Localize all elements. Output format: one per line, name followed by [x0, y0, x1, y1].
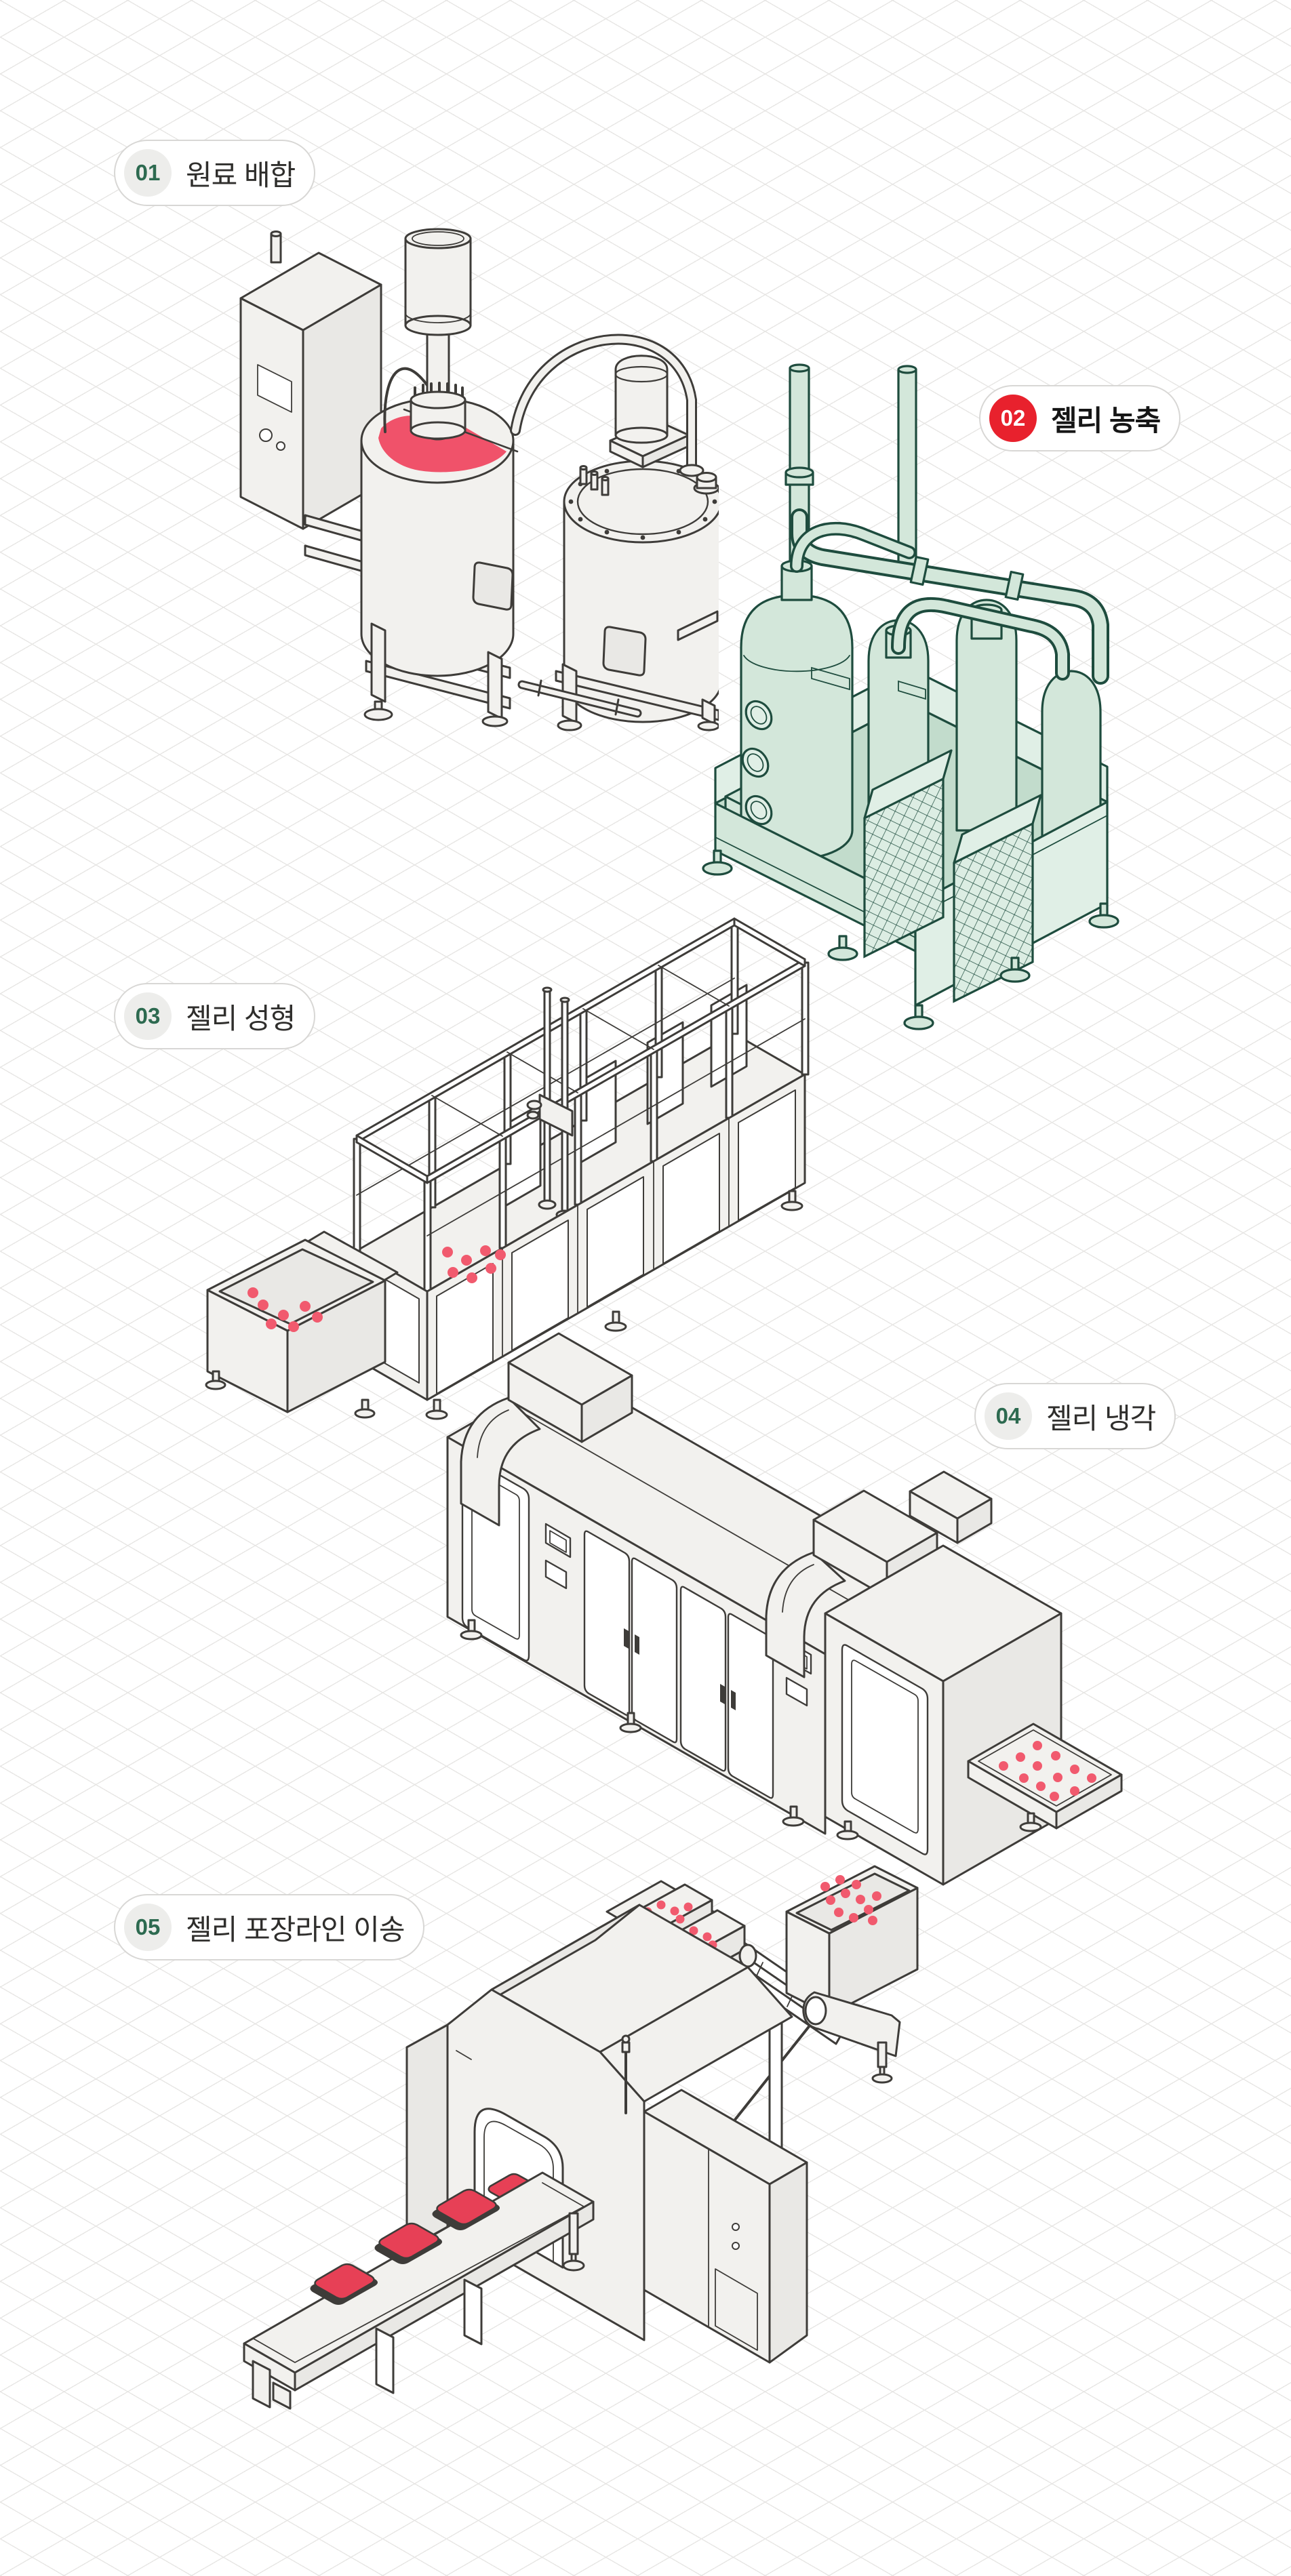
step-badge-01: 01 원료 배합 — [114, 140, 316, 206]
step-number-03: 03 — [124, 992, 172, 1040]
control-panel-left — [544, 1523, 572, 1590]
step-badge-02: 02 젤리 농축 — [979, 385, 1181, 451]
step-number-04: 04 — [985, 1392, 1032, 1440]
tunnel-doors — [583, 1530, 774, 1799]
duct-right — [765, 1489, 938, 1678]
step-label-01: 원료 배합 — [186, 159, 296, 191]
illustration-mixing-machine — [239, 228, 719, 731]
bottom-pipe — [517, 679, 642, 718]
machine-feet — [460, 1619, 1042, 1840]
step-label-02: 젤리 농축 — [1051, 404, 1161, 437]
step-number-02: 02 — [989, 395, 1037, 442]
stand-legs — [363, 610, 719, 731]
step-number-01: 01 — [124, 149, 172, 197]
rear-vent — [909, 1470, 993, 1544]
jelly-dots — [247, 1287, 323, 1332]
jelly-pouches — [310, 2188, 500, 2305]
jelly-dots-deck — [442, 1245, 506, 1283]
lower-panels — [355, 1073, 806, 1401]
jelly-dots — [999, 1741, 1096, 1801]
step-label-05: 젤리 포장라인 이송 — [186, 1913, 405, 1946]
step-label-03: 젤리 성형 — [186, 1002, 296, 1034]
step-label-04: 젤리 냉각 — [1046, 1402, 1156, 1434]
bin-belt — [802, 1991, 901, 2057]
step-number-05: 05 — [124, 1904, 172, 1951]
machine-feet — [205, 1190, 803, 1420]
outfeed-tray — [967, 1723, 1123, 1830]
machine-feet — [702, 849, 1119, 1030]
illustration-molding-machine — [205, 917, 810, 1420]
step-badge-03: 03 젤리 성형 — [114, 983, 316, 1049]
illustration-cooling-tunnel — [446, 1332, 1123, 1886]
illustration-packaging-line — [243, 1865, 919, 2410]
illustration-concentration-machine — [702, 363, 1119, 1030]
infeed-hopper — [206, 1230, 399, 1413]
end-tower — [824, 1544, 1062, 1886]
jelly-bin — [785, 1865, 919, 2084]
control-cabinet — [643, 2089, 808, 2364]
step-badge-05: 05 젤리 포장라인 이송 — [114, 1894, 425, 1960]
vacuum-columns — [740, 559, 1102, 860]
jelly-dots — [820, 1875, 881, 1925]
control-cabinet — [239, 230, 382, 530]
step-badge-04: 04 젤리 냉각 — [974, 1383, 1176, 1449]
duct-left — [460, 1332, 633, 1527]
agitator-motor — [404, 228, 472, 441]
outfeed-conveyor — [243, 2171, 595, 2410]
top-pipes — [790, 508, 1109, 685]
